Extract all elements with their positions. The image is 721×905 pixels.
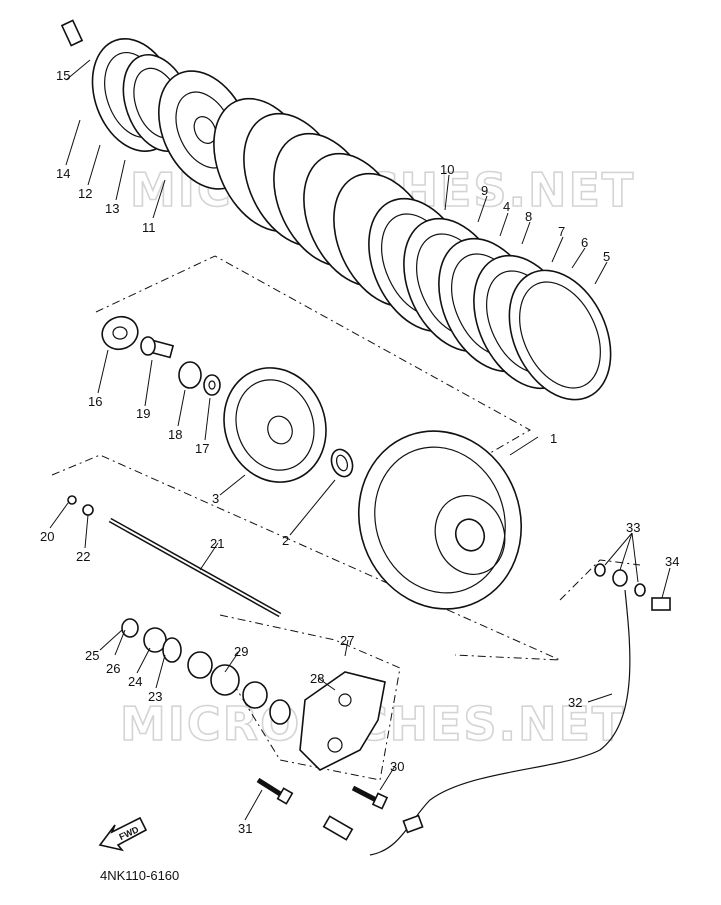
mounting-bolts — [256, 777, 389, 810]
callout-18: 18 — [168, 427, 182, 442]
clutch-plate-stack — [213, 97, 612, 401]
callout-7: 7 — [558, 224, 565, 239]
callout-14: 14 — [56, 166, 70, 181]
callout-leaders — [49, 59, 671, 821]
callout-19: 19 — [136, 406, 150, 421]
callout-23: 23 — [148, 689, 162, 704]
drawing-code: 4NK110-6160 — [100, 868, 179, 883]
callout-16: 16 — [88, 394, 102, 409]
callout-30: 30 — [390, 759, 404, 774]
callout-22: 22 — [76, 549, 90, 564]
callout-8: 8 — [525, 209, 532, 224]
push-rod-group — [67, 495, 282, 618]
push-lever-shaft-parts — [121, 618, 182, 663]
fwd-arrow-icon: FWD — [98, 816, 148, 852]
callout-3: 3 — [212, 491, 219, 506]
callout-15: 15 — [56, 68, 70, 83]
callout-11: 11 — [142, 220, 156, 235]
union-bolt-parts — [594, 563, 671, 611]
callout-28: 28 — [310, 671, 324, 686]
callout-29: 29 — [234, 644, 248, 659]
primary-driven-small-parts — [101, 315, 221, 396]
callout-6: 6 — [581, 235, 588, 250]
release-cylinder-group — [187, 651, 291, 725]
callout-13: 13 — [105, 201, 119, 216]
callout-33: 33 — [626, 520, 640, 535]
callout-27: 27 — [340, 633, 354, 648]
callout-34: 34 — [665, 554, 679, 569]
callout-24: 24 — [128, 674, 142, 689]
callout-10: 10 — [440, 162, 454, 177]
callout-17: 17 — [195, 441, 209, 456]
callout-31: 31 — [238, 821, 252, 836]
callout-21: 21 — [210, 536, 224, 551]
callout-1: 1 — [550, 431, 557, 446]
callout-4: 4 — [503, 199, 510, 214]
callout-9: 9 — [481, 183, 488, 198]
callout-12: 12 — [78, 186, 92, 201]
clutch-housing — [357, 430, 523, 610]
callout-32: 32 — [568, 695, 582, 710]
callout-2: 2 — [282, 533, 289, 548]
callout-20: 20 — [40, 529, 54, 544]
callout-26: 26 — [106, 661, 120, 676]
callout-25: 25 — [85, 648, 99, 663]
primary-driven-gear — [223, 367, 327, 483]
callout-5: 5 — [603, 249, 610, 264]
clutch-hose — [322, 589, 631, 856]
callout-labels: 1 2 3 4 5 6 7 8 9 10 11 12 13 14 15 16 1… — [40, 68, 679, 836]
thrust-washer — [330, 448, 354, 478]
slave-cylinder-body — [299, 671, 386, 771]
